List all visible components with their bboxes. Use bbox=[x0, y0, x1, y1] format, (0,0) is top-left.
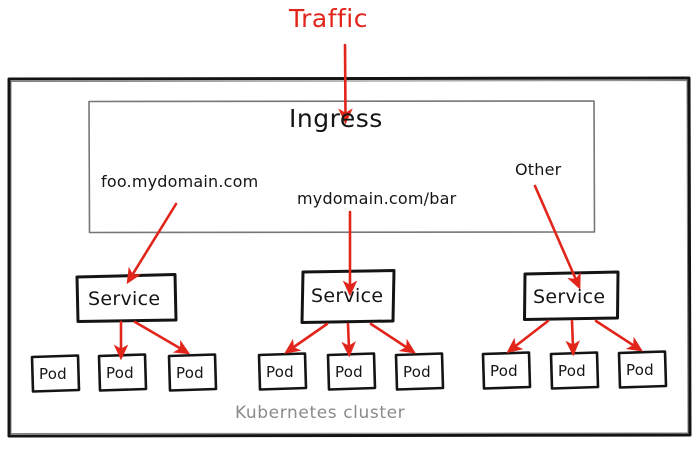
pod-label-3-1: Pod bbox=[490, 362, 518, 380]
service-box-3 bbox=[523, 270, 620, 321]
pod-box-1-2 bbox=[97, 353, 148, 392]
service2-to-pod2-arrow bbox=[341, 322, 356, 358]
rule-arrow-other bbox=[533, 184, 581, 290]
pod-label-2-2: Pod bbox=[335, 363, 363, 381]
service3-to-pod1-arrow bbox=[506, 319, 550, 354]
pod-label-3-3: Pod bbox=[626, 361, 654, 379]
pod-box-3-2 bbox=[549, 351, 600, 390]
ingress-box bbox=[88, 100, 596, 234]
pod-label-3-2: Pod bbox=[558, 362, 586, 380]
ingress-rule-foo-mydomain: foo.mydomain.com bbox=[101, 172, 259, 191]
service-box-2 bbox=[300, 269, 396, 324]
traffic-arrow bbox=[338, 43, 353, 125]
traffic-label: Traffic bbox=[289, 4, 368, 33]
service-label-1: Service bbox=[88, 288, 161, 310]
pod-box-1-3 bbox=[167, 353, 218, 392]
service1-to-pod3-arrow bbox=[133, 320, 191, 355]
service-box-1 bbox=[75, 273, 178, 323]
kubernetes-cluster-frame bbox=[7, 76, 692, 438]
pod-label-1-2: Pod bbox=[106, 364, 134, 382]
ingress-rule-mydomain-bar: mydomain.com/bar bbox=[297, 189, 457, 208]
pod-box-1-1 bbox=[30, 354, 81, 393]
pod-label-2-3: Pod bbox=[403, 363, 431, 381]
service3-to-pod2-arrow bbox=[565, 319, 580, 357]
pod-label-1-1: Pod bbox=[39, 365, 67, 383]
pod-label-1-3: Pod bbox=[176, 364, 204, 382]
ingress-title: Ingress bbox=[289, 104, 383, 133]
service-label-3: Service bbox=[533, 286, 606, 308]
pod-label-2-1: Pod bbox=[266, 363, 294, 381]
ingress-rule-other: Other bbox=[515, 160, 562, 179]
rule-arrow-foo-mydomain bbox=[126, 202, 178, 285]
pod-box-3-3 bbox=[617, 350, 668, 389]
cluster-caption: Kubernetes cluster bbox=[235, 403, 406, 423]
service2-to-pod3-arrow bbox=[369, 322, 416, 354]
service2-to-pod1-arrow bbox=[284, 322, 329, 354]
pod-box-2-3 bbox=[394, 352, 445, 391]
pod-box-2-2 bbox=[326, 352, 377, 391]
pod-box-2-1 bbox=[257, 352, 308, 391]
service3-to-pod3-arrow bbox=[594, 319, 643, 352]
service-label-2: Service bbox=[311, 285, 384, 307]
